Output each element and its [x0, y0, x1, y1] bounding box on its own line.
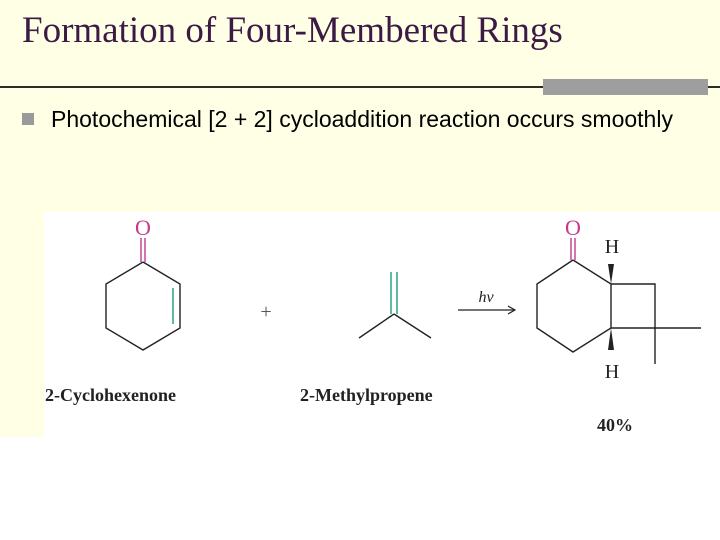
- reactant2-name: 2-Methylpropene: [300, 385, 433, 405]
- methyl-bond-left: [358, 313, 395, 339]
- product-wedge-top: [608, 264, 614, 284]
- hv-condition-label: hν: [478, 289, 494, 306]
- plus-sign: +: [260, 301, 271, 323]
- product-oxygen-label: O: [565, 215, 581, 240]
- reaction-scheme: O + hν: [45, 215, 701, 435]
- reaction-arrow: [458, 305, 517, 315]
- bullet-text: Photochemical [2 + 2] cycloaddition reac…: [51, 106, 673, 132]
- methylpropene-structure: [358, 272, 432, 339]
- reactant1-name: 2-Cyclohexenone: [45, 385, 176, 405]
- product-structure: [536, 238, 701, 364]
- cyclohexenone-structure: [105, 238, 181, 351]
- product-yield: 40%: [597, 415, 633, 435]
- product-wedge-bottom: [608, 328, 614, 350]
- product-four-ring: [611, 283, 656, 329]
- title-accent-bar: [543, 79, 708, 95]
- methyl-bond-right: [393, 313, 432, 339]
- reactant1-oxygen-label: O: [135, 215, 151, 240]
- reaction-figure: O + hν: [44, 212, 720, 438]
- slide-title: Formation of Four-Membered Rings: [22, 10, 563, 51]
- bullet-square-icon: [22, 113, 34, 125]
- product-six-ring: [536, 259, 612, 353]
- title-underline: [0, 86, 720, 88]
- product-h-top-label: H: [605, 236, 619, 258]
- cyclohexenone-ring: [105, 261, 181, 351]
- product-h-bottom-label: H: [605, 361, 619, 383]
